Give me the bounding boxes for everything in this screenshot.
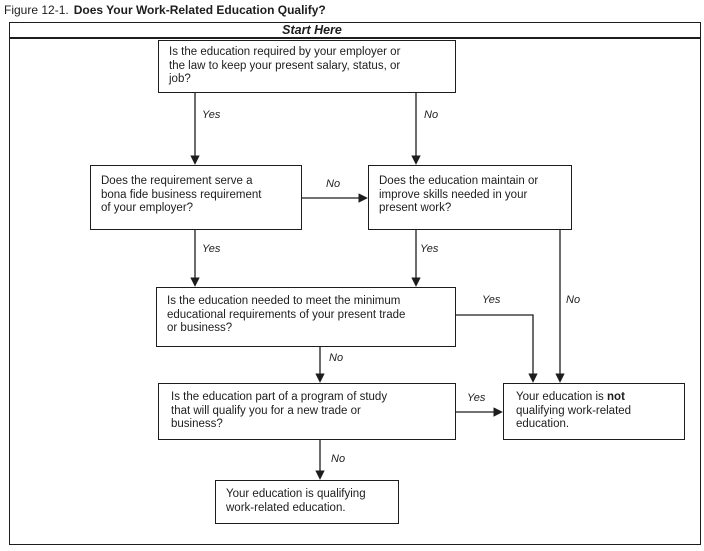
edge-label-minimum-yes: Yes bbox=[482, 294, 501, 306]
arrow-minimum-yes bbox=[456, 314, 538, 383]
edge-label-required-yes: Yes bbox=[202, 109, 221, 121]
node-maintain-improve-skills: Does the education maintain or improve s… bbox=[368, 165, 572, 230]
edge-label-new-trade-yes: Yes bbox=[467, 392, 486, 404]
start-here-divider bbox=[10, 37, 700, 39]
edge-label-maintain-no: No bbox=[566, 294, 581, 306]
node-bona-fide-requirement: Does the requirement serve a bona fide b… bbox=[90, 165, 302, 230]
edge-label-new-trade-no: No bbox=[331, 453, 346, 465]
node-minimum-educational-requirements: Is the education needed to meet the mini… bbox=[156, 287, 456, 347]
not-qualifying-text-post: qualifying work-related education. bbox=[516, 404, 632, 430]
node-result-not-qualifying: Your education is not qualifying work-re… bbox=[503, 383, 685, 440]
flowchart-frame bbox=[9, 22, 701, 545]
edge-label-minimum-no: No bbox=[329, 352, 344, 364]
node-education-required: Is the education required by your employ… bbox=[158, 40, 456, 93]
start-here-label: Start Here bbox=[282, 23, 342, 37]
edge-label-bona-fide-no: No bbox=[326, 178, 341, 190]
node-result-qualifying: Your education is qualifying work-relate… bbox=[215, 480, 399, 524]
not-qualifying-text-bold: not bbox=[607, 391, 625, 403]
edge-label-maintain-yes: Yes bbox=[420, 243, 439, 255]
node-new-trade-program: Is the education part of a program of st… bbox=[158, 383, 456, 440]
figure-title: Figure 12-1. Does Your Work-Related Educa… bbox=[4, 3, 326, 18]
edge-label-required-no: No bbox=[424, 109, 439, 121]
figure-heading: Does Your Work-Related Education Qualify… bbox=[73, 3, 326, 17]
figure-number-label: Figure 12-1. bbox=[4, 3, 69, 17]
edge-label-bona-fide-yes: Yes bbox=[202, 243, 221, 255]
not-qualifying-text-pre: Your education is bbox=[516, 391, 608, 403]
